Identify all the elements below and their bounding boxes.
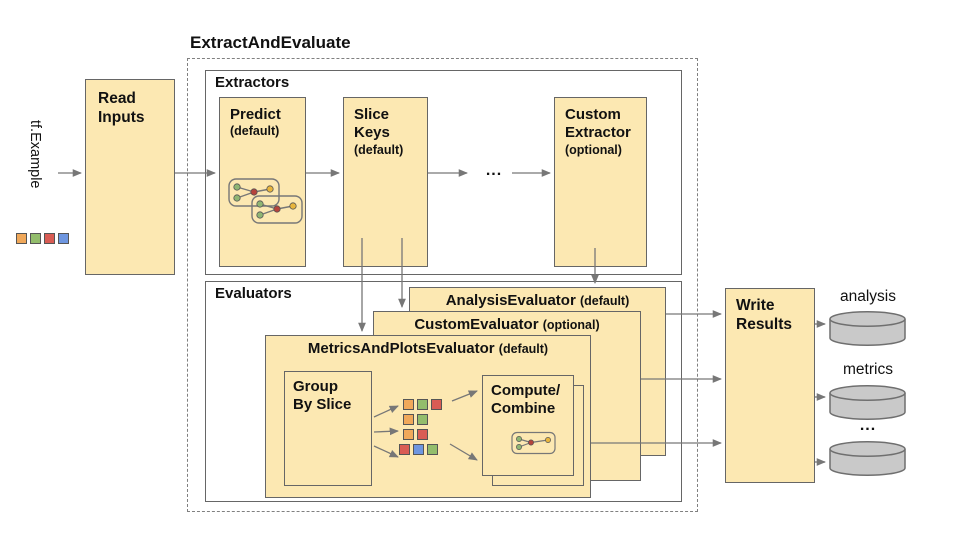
slice-grid-row xyxy=(403,429,442,440)
more-datastore-icon xyxy=(829,441,906,476)
example-square-green xyxy=(30,233,41,244)
example-square-orange xyxy=(403,414,414,425)
compute-combine-label: Compute/ Combine xyxy=(491,382,561,418)
read-inputs-box: Read Inputs xyxy=(85,79,175,275)
example-square-blue xyxy=(413,444,424,455)
example-square-green xyxy=(427,444,438,455)
compute-combine-box: Compute/ Combine xyxy=(482,375,574,476)
extractors-label: Extractors xyxy=(215,74,290,91)
metrics-and-plots-evaluator-sub: (default) xyxy=(498,342,549,356)
custom-extractor-sub: (optional) xyxy=(565,142,622,157)
example-square-green xyxy=(417,399,428,410)
analysis-datastore-icon xyxy=(829,311,906,346)
example-square-orange xyxy=(403,399,414,410)
custom-extractor-box: Custom Extractor (optional) xyxy=(554,97,647,267)
analysis-evaluator-title: AnalysisEvaluator xyxy=(445,292,576,309)
metrics-datastore-icon xyxy=(829,385,906,420)
extractors-ellipsis: ... xyxy=(485,162,503,179)
example-square-green xyxy=(417,414,428,425)
example-square-red xyxy=(44,233,55,244)
diagram-title: ExtractAndEvaluate xyxy=(190,33,351,52)
custom-evaluator-sub: (optional) xyxy=(542,318,600,332)
example-square-blue xyxy=(58,233,69,244)
example-square-red xyxy=(417,429,428,440)
predict-sub: (default) xyxy=(230,124,280,139)
slice-keys-sub: (default) xyxy=(354,142,404,157)
evaluators-label: Evaluators xyxy=(215,285,292,302)
analysis-evaluator-sub: (default) xyxy=(579,294,630,308)
output-label-analysis: analysis xyxy=(840,288,896,305)
extract-and-evaluate-container xyxy=(187,58,698,512)
output-label-more: ... xyxy=(859,417,877,434)
group-by-slice-label: Group By Slice xyxy=(293,378,352,414)
tf-example-label: tf.Example xyxy=(27,120,43,189)
slice-keys-title: Slice Keys xyxy=(354,106,390,142)
example-square-red xyxy=(431,399,442,410)
read-inputs-label: Read Inputs xyxy=(98,90,145,126)
metrics-and-plots-evaluator-title: MetricsAndPlotsEvaluator xyxy=(307,340,495,357)
predict-title: Predict xyxy=(230,106,281,123)
example-square-orange xyxy=(403,429,414,440)
predict-extractor-box: Predict (default) xyxy=(219,97,306,267)
group-by-slice-box: Group By Slice xyxy=(284,371,372,486)
slice-grid-row xyxy=(403,414,442,425)
write-results-label: Write Results xyxy=(736,297,792,333)
slice-grid-row xyxy=(403,399,442,410)
slice-grid xyxy=(399,399,442,455)
output-label-metrics: metrics xyxy=(843,361,893,378)
example-square-red xyxy=(399,444,410,455)
example-square-orange xyxy=(16,233,27,244)
custom-extractor-title: Custom Extractor xyxy=(565,106,631,142)
model-graph-icon xyxy=(228,178,303,224)
slice-keys-extractor-box: Slice Keys (default) xyxy=(343,97,428,267)
slice-grid-row xyxy=(399,444,442,455)
combine-graph-icon xyxy=(511,431,556,455)
input-example-squares xyxy=(16,233,69,244)
custom-evaluator-title: CustomEvaluator xyxy=(414,316,539,333)
write-results-box: Write Results xyxy=(725,288,815,483)
